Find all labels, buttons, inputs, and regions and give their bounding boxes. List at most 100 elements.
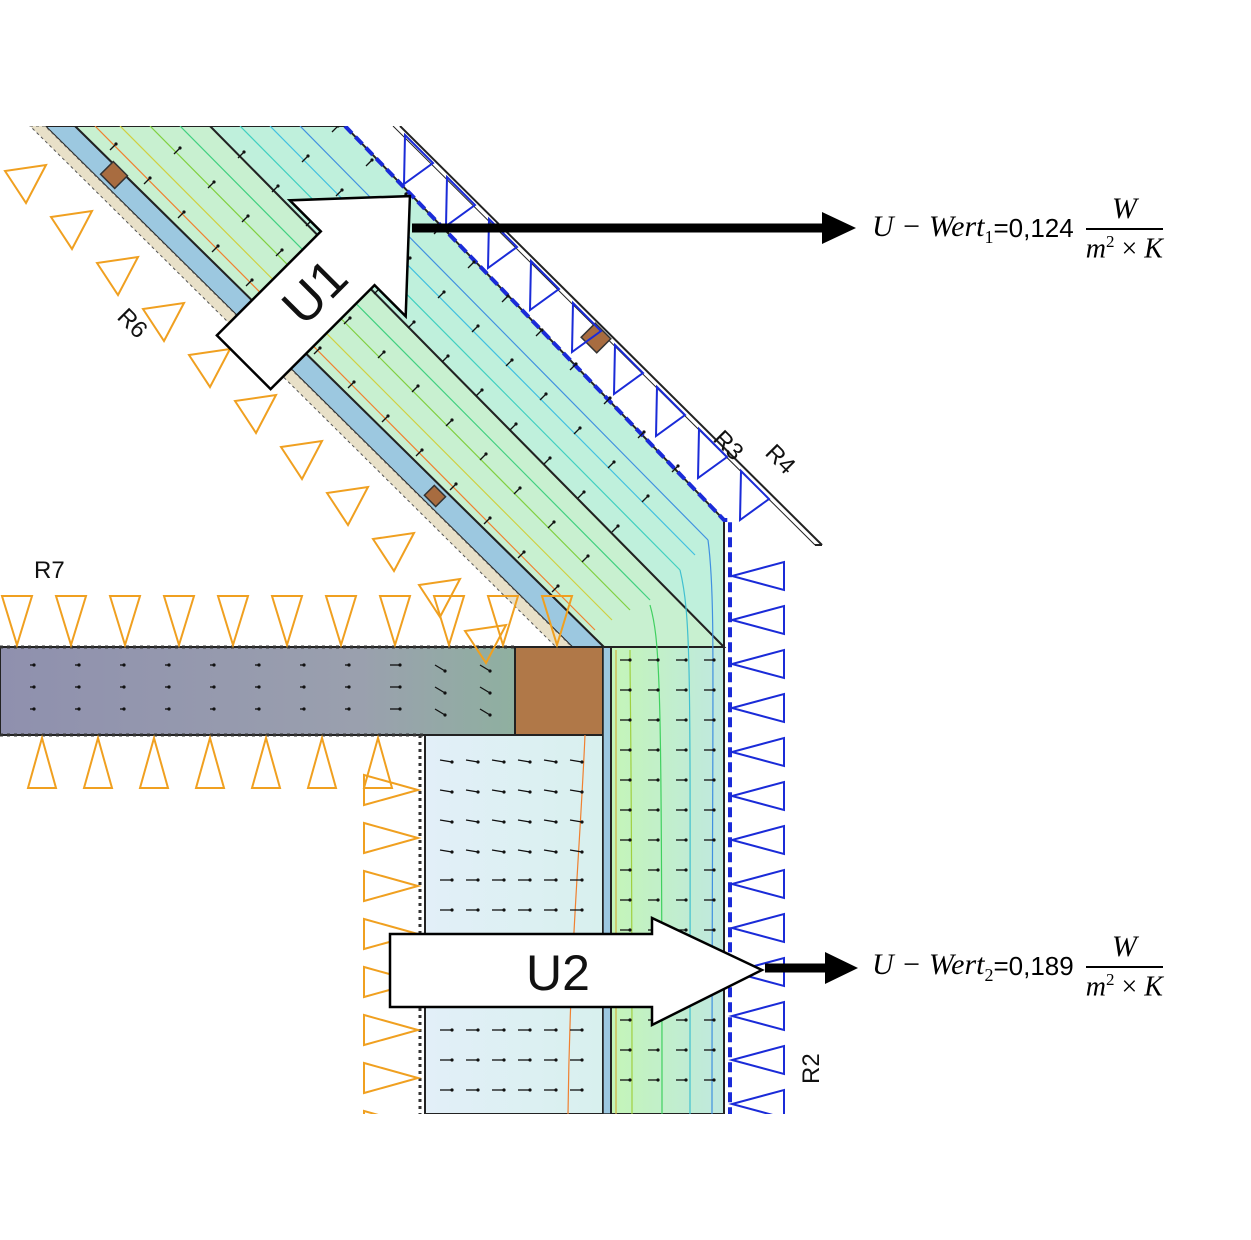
exterior-marker bbox=[696, 426, 729, 480]
flux-vector-head bbox=[712, 658, 716, 662]
flux-vector-head bbox=[712, 688, 716, 692]
flux-vector-head bbox=[488, 691, 492, 695]
flux-vector-head bbox=[167, 685, 171, 689]
flux-vector-head bbox=[712, 898, 716, 902]
unit-numerator: W bbox=[1111, 192, 1137, 225]
flux-vector-head bbox=[370, 158, 374, 162]
flux-vector-head bbox=[616, 524, 620, 528]
wall-inner-layer bbox=[424, 734, 604, 1114]
flux-vector-head bbox=[502, 908, 506, 912]
flux-vector-head bbox=[77, 707, 81, 711]
flux-vector-head bbox=[628, 778, 632, 782]
flux-vector-head bbox=[580, 1088, 584, 1092]
interior-marker bbox=[363, 1013, 422, 1047]
flux-vector-head bbox=[122, 707, 126, 711]
flux-vector-head bbox=[684, 1078, 688, 1082]
interior-marker bbox=[486, 595, 520, 649]
flux-vector-head bbox=[257, 663, 261, 667]
flux-vector-head bbox=[476, 908, 480, 912]
interior-marker bbox=[363, 1109, 379, 1114]
flux-vector-head bbox=[442, 290, 446, 294]
interior-marker bbox=[306, 734, 338, 789]
flux-vector-head bbox=[443, 669, 447, 673]
u-value-2-sub: 2 bbox=[984, 964, 994, 985]
result-arrow-1 bbox=[412, 212, 856, 244]
flux-vector-head bbox=[386, 414, 390, 418]
flux-vector bbox=[465, 789, 479, 793]
flux-vector-head bbox=[586, 554, 590, 558]
flux-vector-head bbox=[32, 707, 36, 711]
flux-vector-head bbox=[628, 748, 632, 752]
flux-vector-head bbox=[336, 126, 340, 128]
flux-vector-head bbox=[302, 663, 306, 667]
flux-vector-head bbox=[556, 584, 560, 588]
exterior-marker bbox=[738, 468, 771, 522]
flux-vector-head bbox=[212, 707, 216, 711]
flux-vector-head bbox=[684, 1018, 688, 1022]
exterior-marker bbox=[612, 342, 645, 396]
flux-vector-head bbox=[212, 685, 216, 689]
interior-marker bbox=[371, 531, 416, 573]
flux-vector-head bbox=[684, 898, 688, 902]
flux-vector-head bbox=[712, 928, 716, 932]
floor-slab bbox=[0, 646, 516, 736]
result-arrow-2 bbox=[765, 952, 858, 984]
flux-vector-head bbox=[684, 838, 688, 842]
flux-vector-head bbox=[416, 384, 420, 388]
flux-vector-head bbox=[656, 718, 660, 722]
flux-vector-head bbox=[450, 878, 454, 882]
flux-vector bbox=[569, 819, 583, 823]
flux-vector-head bbox=[656, 658, 660, 662]
flux-vector-head bbox=[712, 838, 716, 842]
flux-vector-head bbox=[476, 1088, 480, 1092]
interior-marker bbox=[108, 595, 142, 649]
exterior-marker bbox=[728, 912, 785, 944]
region-label-r3: R3 bbox=[708, 425, 749, 466]
flux-vector-head bbox=[684, 808, 688, 812]
flux-vector-head bbox=[582, 490, 586, 494]
flux-vector bbox=[434, 686, 446, 694]
exterior-marker bbox=[654, 384, 687, 438]
interior-marker bbox=[194, 734, 226, 789]
exterior-marker bbox=[728, 868, 785, 900]
region-label-r2: R2 bbox=[798, 1053, 825, 1084]
flux-vector-head bbox=[122, 663, 126, 667]
flux-vector-head bbox=[446, 354, 450, 358]
exterior-marker bbox=[570, 300, 603, 354]
flux-vector bbox=[439, 759, 453, 763]
flux-vector-head bbox=[528, 1088, 532, 1092]
flux-vector-head bbox=[476, 820, 480, 824]
flux-vector-head bbox=[450, 418, 454, 422]
flux-vector-head bbox=[684, 778, 688, 782]
flux-vector-head bbox=[656, 748, 660, 752]
flux-vector bbox=[543, 789, 557, 793]
u-value-1-number: =0,124 bbox=[993, 213, 1074, 244]
flux-vector-head bbox=[684, 718, 688, 722]
flux-vector-head bbox=[712, 868, 716, 872]
flux-vector-head bbox=[548, 456, 552, 460]
flux-vector-head bbox=[443, 691, 447, 695]
flux-vector-head bbox=[656, 1078, 660, 1082]
flux-vector-head bbox=[544, 392, 548, 396]
flux-vector-head bbox=[476, 760, 480, 764]
interior-marker bbox=[82, 734, 114, 789]
flux-vector-head bbox=[676, 464, 680, 468]
flux-vector-head bbox=[642, 430, 646, 434]
roof-batten-3 bbox=[580, 322, 612, 354]
flux-vector-head bbox=[628, 928, 632, 932]
u-value-1-var: U − Wert bbox=[872, 209, 985, 243]
flux-vector-head bbox=[450, 820, 454, 824]
flux-vector-head bbox=[528, 790, 532, 794]
exterior-marker bbox=[728, 1000, 785, 1032]
exterior-marker bbox=[728, 648, 785, 680]
interior-marker bbox=[417, 577, 462, 619]
flux-vector-head bbox=[352, 380, 356, 384]
flux-vector bbox=[517, 789, 531, 793]
flux-vector-head bbox=[257, 685, 261, 689]
flux-vector-head bbox=[612, 460, 616, 464]
flux-vector-head bbox=[578, 426, 582, 430]
interior-marker bbox=[0, 595, 34, 649]
flux-vector bbox=[479, 664, 491, 672]
flux-vector-head bbox=[246, 214, 250, 218]
interior-marker bbox=[279, 439, 324, 481]
